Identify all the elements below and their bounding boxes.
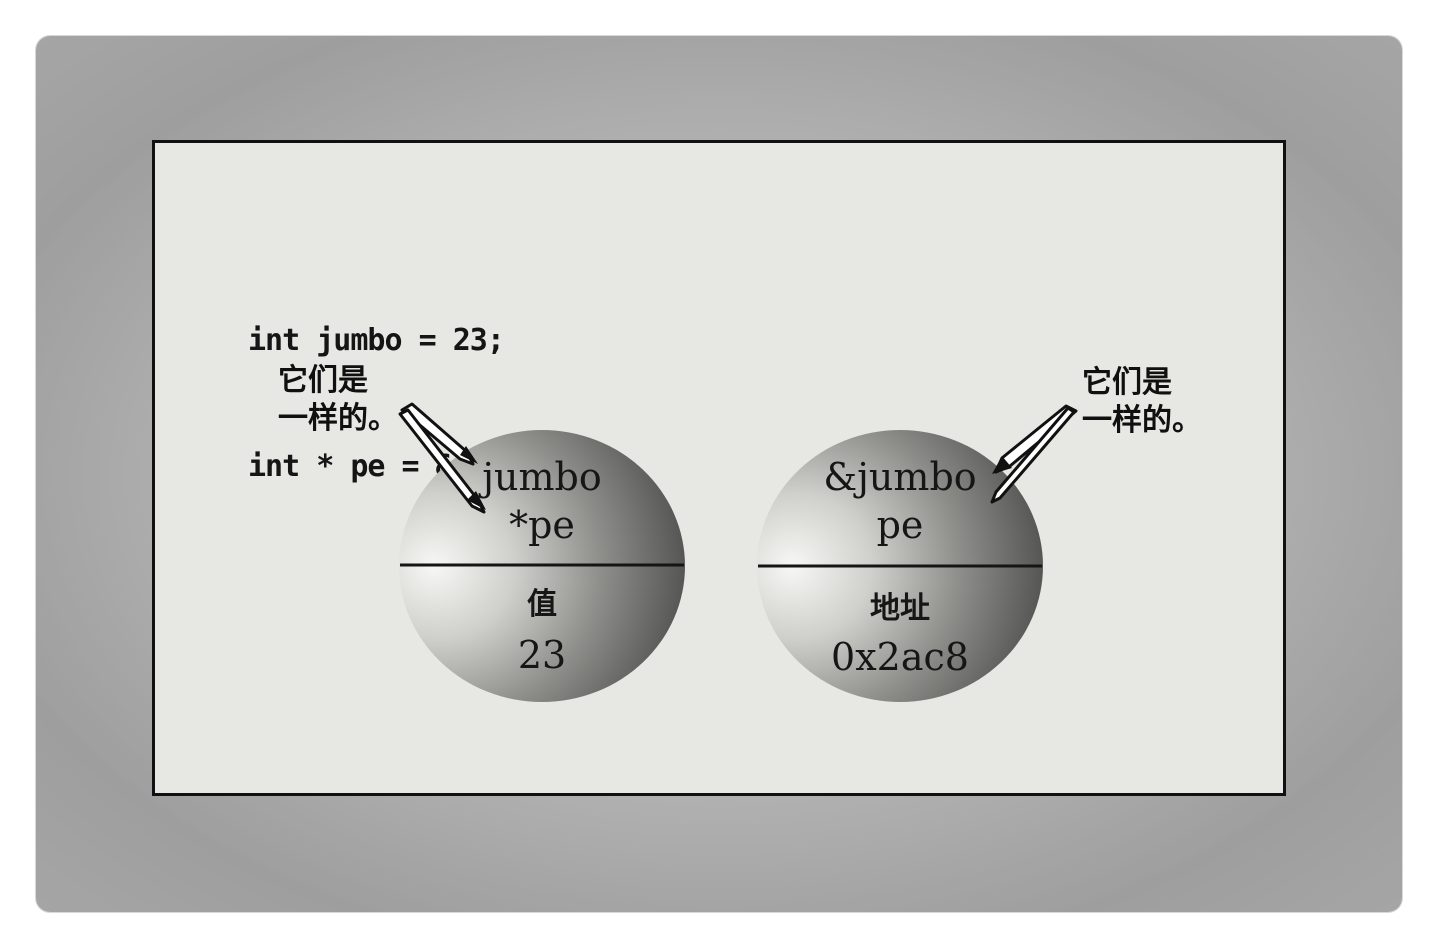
left-arrow-head-pe — [467, 491, 486, 510]
right-annotation-line-1: 它们是 — [1082, 365, 1172, 400]
right-annotation: 它们是一样的。 — [1082, 364, 1202, 440]
left-annotation-line-2: 一样的。 — [278, 401, 398, 436]
right-annotation-line-2: 一样的。 — [1082, 403, 1202, 438]
right-ball-name-top: &jumbo — [823, 455, 976, 499]
left-annotation: 它们是一样的。 — [278, 362, 398, 438]
right-arrow-head — [992, 456, 1012, 474]
left-arrow-head-jumbo — [460, 446, 478, 464]
right-arrow-lower-shaft — [990, 406, 1076, 504]
left-ball-value: 23 — [518, 633, 566, 677]
right-ball: &jumbo pe 地址 0x2ac8 — [757, 430, 1043, 702]
left-ball-name-top: jumbo — [478, 455, 602, 499]
left-ball-label: 值 — [527, 587, 557, 622]
code-line-1: int jumbo = 23; — [248, 323, 505, 358]
left-annotation-line-1: 它们是 — [278, 363, 368, 398]
right-ball-value: 0x2ac8 — [831, 635, 969, 679]
right-ball-name-bottom: pe — [877, 503, 924, 547]
left-arrows — [398, 402, 486, 514]
diagram-panel — [152, 140, 1286, 796]
right-ball-label: 地址 — [870, 591, 930, 626]
right-arrow — [990, 404, 1078, 504]
left-ball-name-bottom: *pe — [509, 503, 575, 547]
left-ball: jumbo *pe 值 23 — [399, 430, 685, 702]
